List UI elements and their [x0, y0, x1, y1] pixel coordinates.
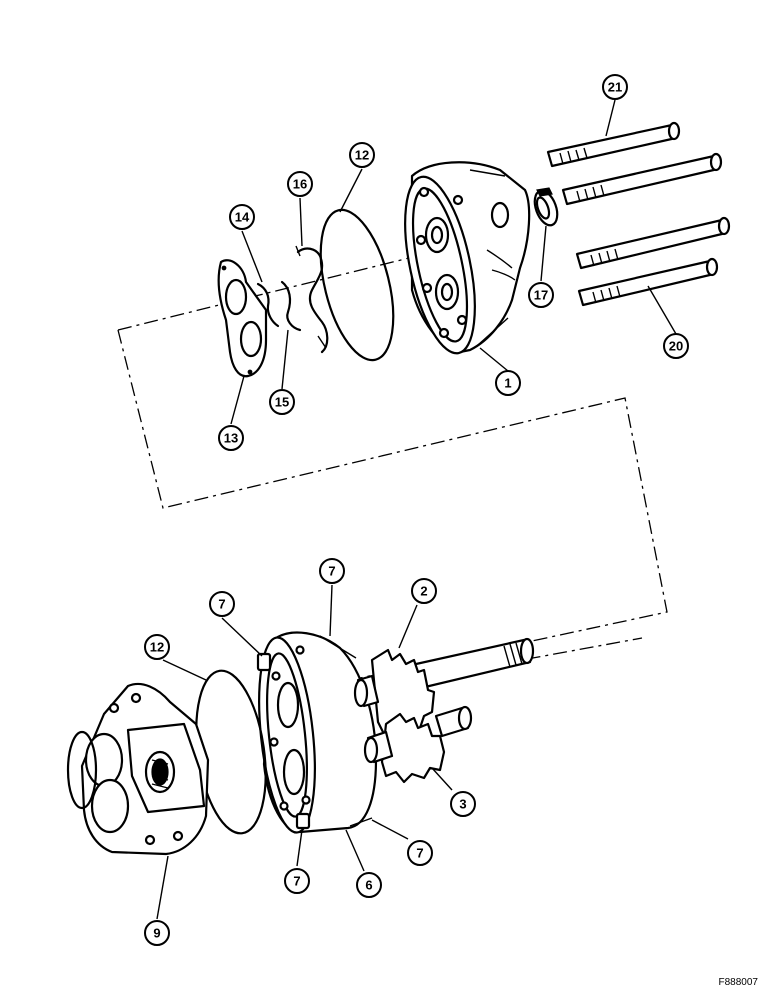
svg-text:21: 21 [608, 80, 622, 95]
svg-text:13: 13 [224, 431, 238, 446]
callout-1: 1 [495, 370, 521, 396]
svg-text:7: 7 [218, 597, 225, 612]
svg-text:20: 20 [669, 339, 683, 354]
callout-7: 7 [407, 840, 433, 866]
svg-text:7: 7 [328, 564, 335, 579]
gear-housing [256, 631, 378, 834]
callout-15: 15 [269, 389, 295, 415]
backup-seal [280, 280, 302, 332]
callout-20: 20 [663, 333, 689, 359]
leader-lines [156, 99, 677, 920]
tie-bolt [575, 216, 731, 270]
callout-16: 16 [287, 171, 313, 197]
svg-text:2: 2 [420, 584, 427, 599]
svg-text:16: 16 [293, 177, 307, 192]
svg-text:14: 14 [235, 210, 250, 225]
svg-text:6: 6 [365, 878, 372, 893]
shaft-seal [533, 187, 559, 227]
svg-text:12: 12 [355, 148, 369, 163]
o-ring-upper [319, 208, 395, 362]
callout-7: 7 [284, 868, 310, 894]
seal-strip [256, 282, 280, 328]
tie-bolt [577, 257, 719, 307]
svg-text:9: 9 [153, 926, 160, 941]
tie-bolt [561, 152, 723, 206]
callout-14: 14 [229, 204, 255, 230]
svg-text:15: 15 [275, 395, 289, 410]
callout-9: 9 [144, 920, 170, 946]
svg-text:7: 7 [416, 846, 423, 861]
svg-text:1: 1 [504, 376, 511, 391]
drive-gear-shaft [353, 637, 535, 736]
callout-17: 17 [528, 282, 554, 308]
callout-balloons: 21 16 12 14 17 20 1 15 13 7 7 2 12 3 7 [144, 74, 689, 946]
port-cover [66, 682, 210, 856]
pump-body [404, 161, 531, 355]
callout-13: 13 [218, 425, 244, 451]
callout-7: 7 [319, 558, 345, 584]
callout-2: 2 [411, 578, 437, 604]
figure-code: F888007 [718, 977, 758, 988]
callout-12: 12 [349, 142, 375, 168]
callout-21: 21 [602, 74, 628, 100]
wear-plate-spring [296, 247, 329, 354]
callout-3: 3 [450, 791, 476, 817]
svg-text:17: 17 [534, 288, 548, 303]
svg-text:12: 12 [150, 640, 164, 655]
tie-bolts [546, 121, 731, 307]
svg-text:7: 7 [293, 874, 300, 889]
driven-gear [363, 705, 473, 784]
gasket-plate [217, 259, 268, 378]
svg-text:3: 3 [459, 797, 466, 812]
callout-12: 12 [144, 634, 170, 660]
callout-7: 7 [209, 591, 235, 617]
callout-6: 6 [356, 872, 382, 898]
tie-bolt [546, 121, 681, 168]
